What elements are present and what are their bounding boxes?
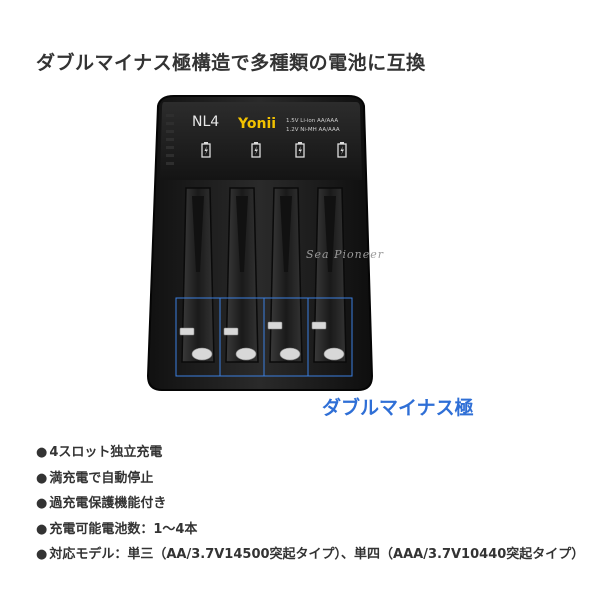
model-label: NL4: [192, 114, 219, 130]
bullet-icon: ●: [36, 445, 48, 460]
double-negative-highlight: [175, 297, 353, 377]
bullet-icon: ●: [36, 470, 48, 486]
battery-slot: [313, 187, 347, 363]
feature-item: ●過充電保護機能付き: [36, 491, 584, 517]
charger-top-panel: [160, 102, 362, 180]
feature-item: ●満充電で自動停止: [36, 466, 584, 492]
brand-label: Yonii: [237, 116, 276, 132]
bullet-icon: ●: [36, 521, 48, 537]
battery-indicator-icon: [251, 142, 261, 158]
battery-indicator-icon: [201, 142, 211, 158]
battery-indicator-icon: [337, 142, 347, 158]
feature-list: ●4スロット独立充電 ●満充電で自動停止 ●過充電保護機能付き ●充電可能電池数…: [36, 440, 584, 568]
feature-text: 対応モデル：単三（AA/3.7V14500突起タイプ）、単四（AAA/3.7V1…: [49, 547, 585, 562]
battery-slot: [269, 187, 303, 363]
battery-charger-image: NL4 Yonii 1.5V Li-ion AA/AAA 1.2V Ni-MH …: [146, 95, 374, 391]
feature-text: 充電可能電池数：1～4本: [49, 521, 198, 537]
battery-indicator-icon: [295, 142, 305, 158]
feature-text: 満充電で自動停止: [49, 470, 154, 486]
feature-item: ●対応モデル：単三（AA/3.7V14500突起タイプ）、単四（AAA/3.7V…: [36, 542, 584, 568]
spec-line-2: 1.2V Ni-MH AA/AAA: [286, 127, 340, 133]
watermark-text: Sea Pioneer: [306, 248, 385, 261]
spec-line-1: 1.5V Li-ion AA/AAA: [286, 118, 338, 124]
feature-text: 4スロット独立充電: [49, 445, 163, 460]
battery-slot: [181, 187, 215, 363]
battery-slot: [225, 187, 259, 363]
feature-item: ●充電可能電池数：1～4本: [36, 517, 584, 543]
bullet-icon: ●: [36, 496, 48, 511]
feature-item: ●4スロット独立充電: [36, 440, 584, 466]
double-negative-callout: ダブルマイナス極: [322, 397, 474, 419]
negative-contact: [179, 321, 345, 361]
feature-text: 過充電保護機能付き: [49, 496, 167, 511]
side-grip-left: [166, 114, 174, 165]
headline: ダブルマイナス極構造で多種類の電池に互換: [36, 52, 426, 74]
bullet-icon: ●: [36, 547, 48, 562]
